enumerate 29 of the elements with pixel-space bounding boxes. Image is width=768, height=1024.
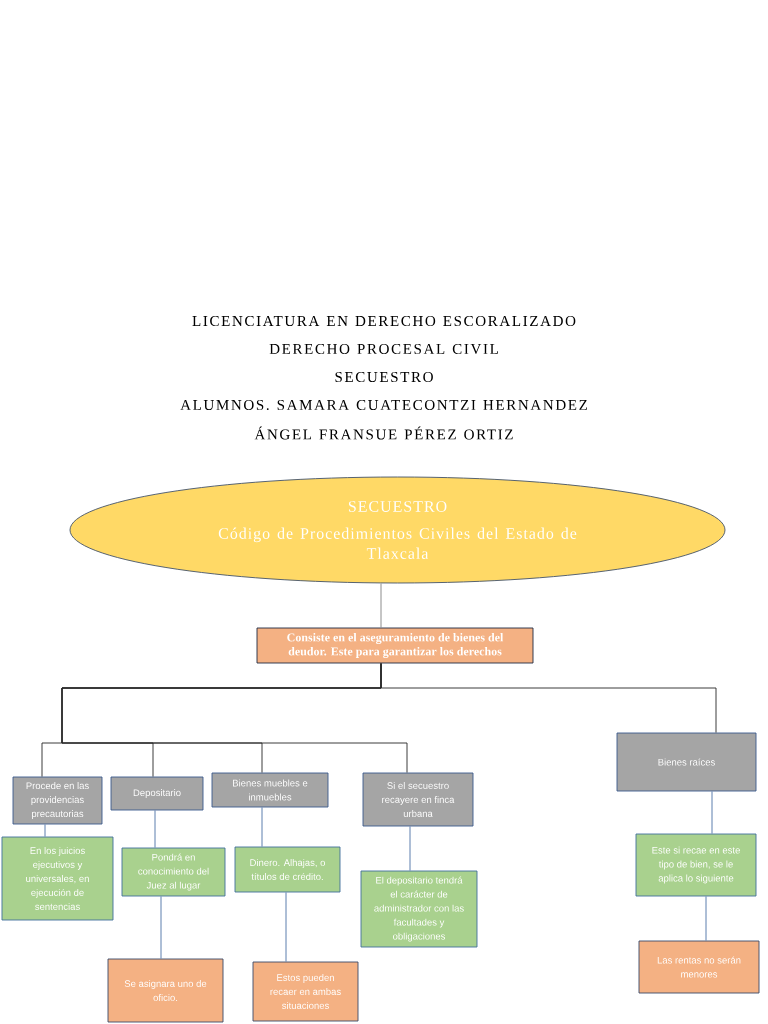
header-text: SECUESTRO	[335, 371, 433, 383]
note-box: Se asignara uno de oficio.	[107, 958, 224, 1023]
connector-line	[154, 810, 156, 848]
connector-line	[380, 583, 382, 628]
category-box: Si el secuestro recayere en finca urbana	[362, 772, 474, 827]
connector-line	[705, 896, 707, 941]
connector-line	[160, 896, 162, 959]
category-box: Bienes muebles e inmuebles	[211, 772, 329, 808]
header-text: ÁNGEL FRANSUE PÉREZ ORTIZ	[254, 426, 513, 440]
connector-line	[44, 824, 46, 837]
connector-line	[380, 663, 717, 733]
connector-line	[409, 826, 411, 871]
category-box: Procede en las providencias precautorias	[12, 776, 103, 825]
header-text: DERECHO PROCESAL CIVIL	[269, 343, 498, 355]
detail-box: Este si recae en este tipo de bien, se le aplica lo siguiente	[635, 833, 757, 897]
category-box: Bienes raíces	[616, 732, 757, 792]
detail-box: En los juicios ejecutivos y universales, en ejecución de sentencias	[1, 836, 114, 921]
connector-line	[711, 791, 713, 834]
detail-box: El depositario tendrá el carácter de administrador con las facultades y obligaciones	[360, 870, 478, 948]
header-text: LICENCIATURA EN DERECHO ESCORALIZADO	[192, 315, 576, 327]
note-box: Las rentas no serán menores	[638, 940, 760, 994]
definition-box: Consiste en el aseguramiento de bienes del deudor. Este para garantizar los derechos	[256, 627, 534, 664]
note-box: Estos pueden recaer en ambas situaciones	[252, 961, 359, 1022]
detail-box: Dinero. Alhajas, o títulos de crédito.	[234, 846, 341, 893]
detail-box: Pondrá en conocimiento del Juez al lugar	[121, 847, 226, 897]
category-box: Depositario	[110, 776, 204, 811]
connector-line	[261, 807, 263, 847]
connector-line	[285, 892, 287, 962]
header-text: ALUMNOS. SAMARA CUATECONTZI HERNANDEZ	[180, 399, 587, 411]
